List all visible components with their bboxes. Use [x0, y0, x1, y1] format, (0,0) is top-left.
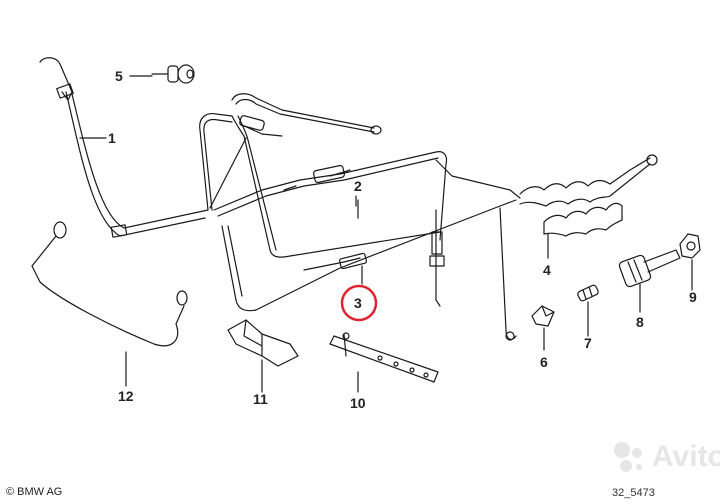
- avito-watermark: Avito: [612, 440, 720, 474]
- part-4-bellows: [519, 154, 658, 237]
- callout-2: 2: [354, 178, 362, 194]
- callout-12: 12: [118, 388, 134, 404]
- part-1-cable: [39, 57, 209, 238]
- callout-3-highlight: [340, 284, 378, 322]
- part-6-clip: [531, 305, 555, 327]
- callout-6: 6: [540, 354, 548, 370]
- callout-10: 10: [350, 395, 366, 411]
- part-5-grommet: [151, 64, 195, 84]
- callout-4: 4: [543, 262, 551, 278]
- part-9-nut: [679, 233, 701, 259]
- callout-1: 1: [108, 130, 116, 146]
- callout-8: 8: [636, 314, 644, 330]
- watermark-text: Avito: [652, 440, 720, 473]
- callout-3: 3: [354, 295, 362, 311]
- avito-logo-icon: [614, 442, 642, 472]
- callout-5: 5: [115, 68, 123, 84]
- callout-11: 11: [253, 391, 268, 407]
- callout-7: 7: [584, 335, 592, 351]
- part-2-cable: [199, 93, 521, 341]
- leader-lines: [79, 75, 693, 393]
- part-7-screw: [577, 284, 599, 302]
- copyright-text: BMW AG: [17, 486, 63, 498]
- part-10-bracket: [329, 332, 439, 383]
- part-12-loop: [31, 221, 188, 347]
- drawing-number: 32_5473: [612, 487, 655, 499]
- callout-9: 9: [689, 289, 697, 305]
- copyright: © BMW AG: [6, 486, 62, 498]
- part-8-adjuster: [618, 249, 681, 288]
- part-11-holder: [227, 319, 299, 367]
- copyright-symbol: ©: [6, 486, 15, 498]
